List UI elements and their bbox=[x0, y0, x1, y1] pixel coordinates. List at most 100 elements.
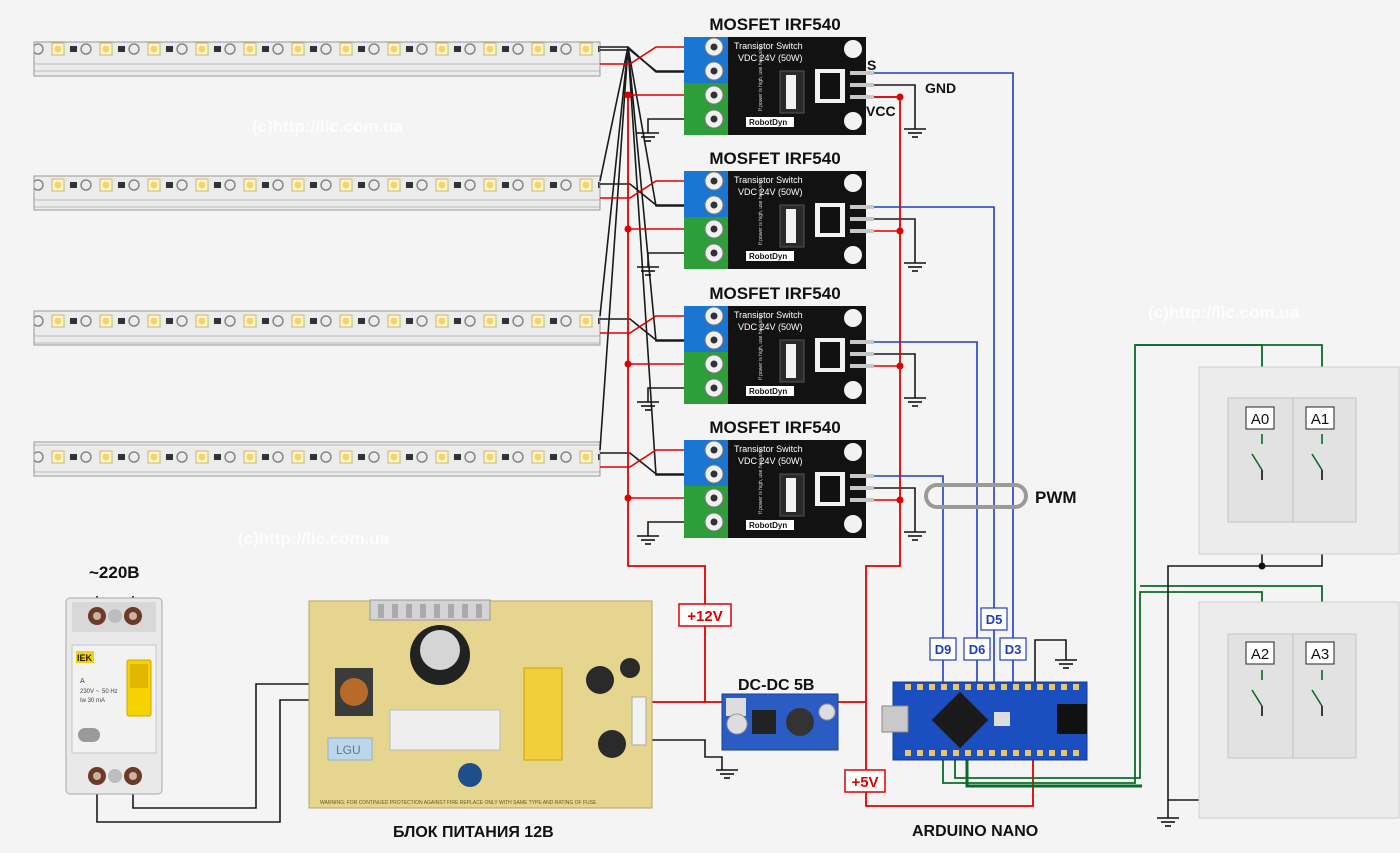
nano-pin bbox=[941, 684, 947, 690]
terminal-screw-slot bbox=[710, 494, 718, 502]
nano-pin bbox=[1037, 684, 1043, 690]
mount-hole bbox=[844, 443, 862, 461]
switch-panels bbox=[1198, 366, 1400, 819]
switch-line-a0 bbox=[942, 344, 1263, 784]
terminal-screw-slot bbox=[710, 518, 718, 526]
nano-pin bbox=[1061, 684, 1067, 690]
breaker-brand: IEK bbox=[77, 653, 93, 663]
signal-ground-lead bbox=[874, 218, 916, 263]
nano-pin bbox=[917, 750, 923, 756]
led-strip bbox=[33, 41, 601, 77]
mosfet-title: MOSFET IRF540 bbox=[709, 418, 840, 437]
terminal-screw-slot bbox=[710, 360, 718, 368]
header-pin bbox=[850, 474, 874, 478]
junction-dot bbox=[896, 496, 904, 504]
ground-symbol bbox=[637, 132, 659, 142]
mosfet-title: MOSFET IRF540 bbox=[709, 15, 840, 34]
board-subtext: VDC 24V (50W) bbox=[738, 322, 803, 332]
psu-ground bbox=[652, 739, 723, 770]
psu-warning: WARNING: FOR CONTINUED PROTECTION AGAINS… bbox=[320, 800, 597, 806]
strip-lead-red bbox=[600, 315, 704, 334]
brand-text: RobotDyn bbox=[749, 387, 787, 396]
optocoupler-chip bbox=[820, 207, 840, 233]
nano-pin bbox=[1013, 750, 1019, 756]
arduino-nano-pins bbox=[905, 684, 1079, 756]
mount-hole bbox=[844, 40, 862, 58]
heat-note: If power is high, use heat sink bbox=[758, 314, 764, 380]
breaker-frequency: 50 Hz bbox=[102, 689, 118, 695]
transistor-tab bbox=[786, 209, 796, 243]
mount-hole bbox=[844, 112, 862, 130]
mount-hole bbox=[844, 174, 862, 192]
switch-blade bbox=[1311, 453, 1323, 471]
breaker-rating: A bbox=[80, 678, 85, 685]
transistor-tab bbox=[786, 478, 796, 512]
signal-label-vcc: VCC bbox=[866, 103, 896, 119]
terminal-screw-slot bbox=[710, 336, 718, 344]
nano-pin bbox=[1049, 684, 1055, 690]
strip-lead-black bbox=[600, 49, 704, 72]
header-pin bbox=[850, 83, 874, 87]
led-strips bbox=[33, 41, 601, 477]
brand-plate bbox=[746, 386, 794, 396]
terminal-screw-slot bbox=[710, 470, 718, 478]
terminal-screw-slot bbox=[710, 384, 718, 392]
terminal-screw-slot bbox=[710, 43, 718, 51]
pwm-signal-line bbox=[874, 341, 978, 684]
arduino-pin-tags: D9 D6 D5 D3 bbox=[929, 607, 1027, 661]
nano-pin bbox=[929, 684, 935, 690]
header-pin bbox=[850, 340, 874, 344]
terminal-screw-slot bbox=[710, 91, 718, 99]
brand-text: RobotDyn bbox=[749, 252, 787, 261]
junction-dot bbox=[624, 91, 632, 99]
optocoupler-chip bbox=[820, 476, 840, 502]
brand-text: RobotDyn bbox=[749, 521, 787, 530]
strip-lead-black bbox=[600, 183, 704, 206]
nano-pin bbox=[1049, 750, 1055, 756]
voltage-tag-12v: +12V bbox=[687, 608, 722, 625]
header-pin bbox=[850, 95, 874, 99]
nano-pin bbox=[965, 684, 971, 690]
nano-pin bbox=[1001, 684, 1007, 690]
brand-plate bbox=[746, 251, 794, 261]
header-pin bbox=[850, 229, 874, 233]
header-pin bbox=[850, 352, 874, 356]
nano-pin bbox=[1025, 684, 1031, 690]
signal-label-gnd: GND bbox=[925, 80, 956, 96]
heat-note: If power is high, use heat sink bbox=[758, 45, 764, 111]
arduino-ground-lead bbox=[1034, 639, 1067, 682]
breaker-voltage: 230V ~ bbox=[80, 689, 100, 695]
breaker-current: Iw 30 mA bbox=[80, 698, 105, 704]
switch-tag-a2: A2 bbox=[1251, 646, 1269, 663]
bus-5v bbox=[865, 96, 901, 770]
pin-tag-d5: D5 bbox=[986, 612, 1003, 627]
signal-ground-lead bbox=[874, 353, 916, 398]
pwm-label: PWM bbox=[1035, 488, 1077, 507]
strip-lead-red bbox=[600, 180, 704, 199]
brand-plate bbox=[746, 117, 794, 127]
switch-blade bbox=[1251, 453, 1263, 471]
mount-hole bbox=[844, 515, 862, 533]
switch-tag-a0: A0 bbox=[1251, 411, 1269, 428]
terminal-screw-slot bbox=[710, 446, 718, 454]
switch-line-a2 bbox=[954, 591, 1263, 779]
pin-tag-d6: D6 bbox=[969, 642, 986, 657]
nano-pin bbox=[953, 750, 959, 756]
header-pin bbox=[850, 498, 874, 502]
mains-label: ~220В bbox=[89, 563, 140, 582]
junction-dot bbox=[1258, 562, 1266, 570]
nano-pin bbox=[1037, 750, 1043, 756]
voltage-tag-5v: +5V bbox=[851, 774, 878, 791]
ground-symbol bbox=[716, 769, 738, 779]
nano-pin bbox=[989, 750, 995, 756]
junction-dot bbox=[896, 93, 904, 101]
strip-lead-red bbox=[600, 449, 704, 468]
arduino-nano-board bbox=[881, 681, 1088, 761]
mosfet-title: MOSFET IRF540 bbox=[709, 284, 840, 303]
mount-hole bbox=[844, 381, 862, 399]
led-strip bbox=[33, 175, 601, 211]
